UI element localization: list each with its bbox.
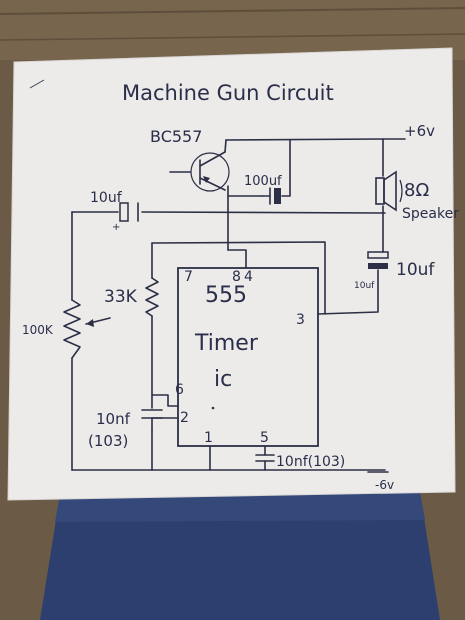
capacitor-100uf-symbol bbox=[269, 187, 281, 205]
pin6-wire bbox=[151, 394, 179, 407]
capacitor-10uf-base-symbol: + bbox=[112, 202, 139, 233]
cap10-right-lead bbox=[141, 211, 386, 214]
cap-10uf-output-small-label: 10uf bbox=[354, 281, 375, 291]
positive-supply-label: +6v bbox=[404, 122, 435, 140]
pin-label-8: 8 bbox=[232, 269, 241, 285]
cap-10uf-output-label: 10uf bbox=[396, 260, 435, 280]
cap-100uf-label: 100uf bbox=[244, 174, 282, 189]
jeans-fold bbox=[55, 492, 425, 522]
pin48-wire bbox=[227, 249, 247, 269]
capacitor-10nf-control-symbol bbox=[255, 454, 275, 471]
speaker-symbol bbox=[375, 170, 403, 212]
resistor-33k-symbol bbox=[145, 277, 159, 317]
pin7-top-wire bbox=[151, 241, 326, 315]
pin-label-2: 2 bbox=[180, 410, 189, 426]
pin-label-3: 3 bbox=[296, 312, 305, 328]
wood-grain bbox=[0, 33, 465, 41]
pen-dot bbox=[211, 406, 215, 410]
ic-name-timer: Timer bbox=[194, 331, 259, 356]
negative-supply-label: -6v bbox=[375, 478, 394, 492]
wiper-arrow-icon bbox=[86, 319, 94, 327]
paper-sheet bbox=[8, 48, 455, 500]
pin-label-7: 7 bbox=[184, 269, 193, 285]
diagram-title: Machine Gun Circuit bbox=[122, 81, 334, 105]
transistor-bc557-symbol bbox=[190, 139, 230, 192]
jeans-fabric bbox=[40, 492, 440, 620]
resistor-33k-label: 33K bbox=[104, 287, 138, 307]
potentiometer-100k-symbol bbox=[63, 299, 81, 359]
ic-name-555: 555 bbox=[205, 283, 247, 308]
ic-name-ic: ic bbox=[214, 367, 232, 392]
cap-10uf-base-label: 10uf bbox=[90, 190, 123, 206]
ic-555-body bbox=[177, 267, 319, 447]
pin-label-6: 6 bbox=[175, 382, 184, 398]
transistor-label: BC557 bbox=[150, 127, 202, 146]
wood-grain bbox=[0, 7, 465, 15]
pin-label-4: 4 bbox=[244, 269, 253, 285]
potentiometer-100k-label: 100K bbox=[22, 323, 54, 337]
paper-edge bbox=[7, 47, 456, 501]
capacitor-10nf-timing-symbol bbox=[141, 409, 163, 431]
cap-timing-code-label: (103) bbox=[88, 432, 128, 450]
cap-timing-value-label: 10nf bbox=[96, 410, 131, 428]
svg-text:+: + bbox=[112, 222, 120, 233]
cap-control-label: 10nf(103) bbox=[276, 454, 345, 470]
pen-mark bbox=[29, 79, 45, 89]
cap100-right-lead bbox=[281, 139, 291, 197]
speaker-label: Speaker bbox=[402, 206, 459, 222]
capacitor-10uf-output-symbol bbox=[367, 251, 389, 269]
pin-label-1: 1 bbox=[204, 430, 213, 446]
cap-to-pin3-wire bbox=[317, 269, 379, 315]
speaker-value: 8Ω bbox=[404, 180, 429, 201]
pin-label-5: 5 bbox=[260, 430, 269, 446]
